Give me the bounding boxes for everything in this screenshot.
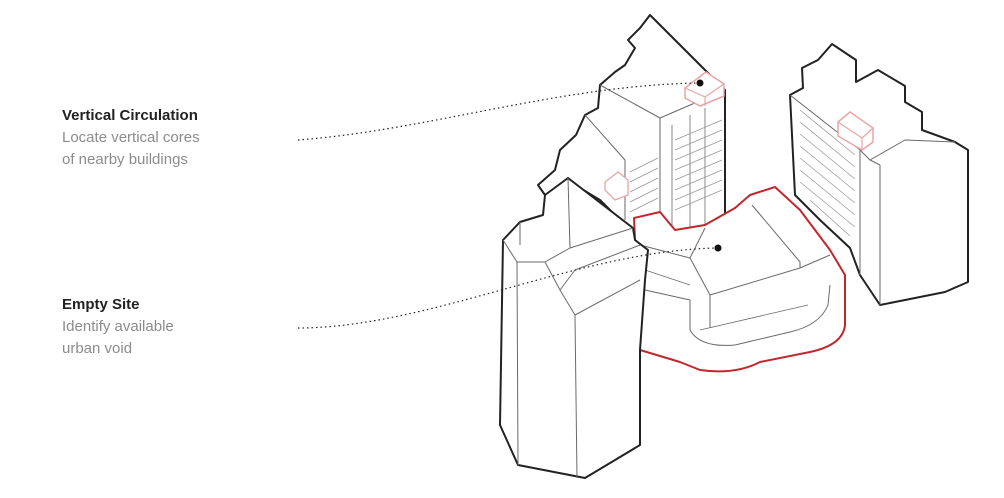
front-tower bbox=[500, 178, 648, 478]
front-tower-outline bbox=[500, 178, 648, 478]
marker-dot-site bbox=[715, 245, 722, 252]
marker-dot-circulation bbox=[697, 80, 704, 87]
